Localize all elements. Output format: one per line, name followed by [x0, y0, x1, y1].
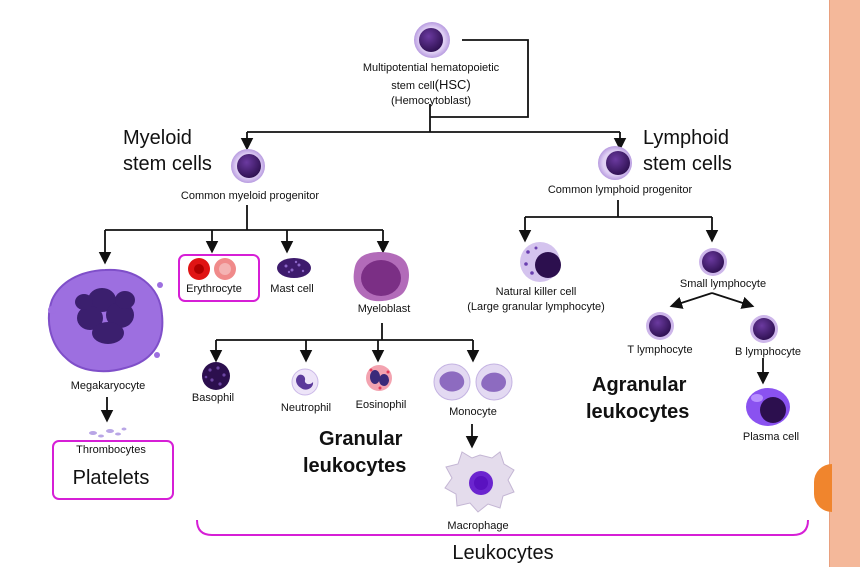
myeloid-progenitor-label: Common myeloid progenitor — [180, 190, 320, 202]
plasma-cell-label: Plasma cell — [742, 431, 800, 443]
platelets-highlight-box — [52, 440, 174, 500]
basophil-label: Basophil — [191, 392, 235, 404]
basophil-image — [202, 362, 230, 390]
eosinophil-image — [366, 365, 392, 391]
slide-accent-tab — [814, 464, 832, 512]
erythrocyte-label: Erythrocyte — [186, 283, 242, 295]
erythrocyte-image — [188, 258, 236, 280]
slide-sidebar — [830, 0, 860, 567]
myeloid-title-line1: Myeloid — [123, 127, 192, 149]
lymphoid-title-line1: Lymphoid — [643, 127, 729, 149]
hsc-abbreviation: (HSC) — [434, 77, 471, 92]
leukocytes-label: Leukocytes — [452, 542, 554, 564]
myeloid-stem-cell-image — [231, 149, 265, 183]
b-lymphocyte-label: B lymphocyte — [734, 346, 802, 358]
natural-killer-cell-image — [520, 242, 561, 282]
megakaryocyte-image — [47, 268, 164, 373]
hsc-cell-image — [414, 22, 450, 58]
small-lymphocyte-label: Small lymphocyte — [679, 278, 767, 290]
leukocytes-bracket — [196, 519, 809, 536]
neutrophil-label: Neutrophil — [280, 402, 332, 414]
agranular-label-line1: Agranular — [592, 374, 687, 396]
macrophage-image — [444, 451, 515, 513]
connector-lines — [98, 39, 770, 449]
neutrophil-image — [291, 368, 319, 396]
eosinophil-label: Eosinophil — [355, 399, 407, 411]
mast-cell-image — [277, 258, 311, 278]
lymphoid-progenitor-label: Common lymphoid progenitor — [547, 184, 693, 196]
b-lymphocyte-image — [750, 315, 778, 343]
granular-label-line2: leukocytes — [303, 455, 407, 477]
hsc-label-stem: stem cell — [391, 80, 435, 92]
sidebar-divider — [829, 0, 830, 567]
plasma-cell-image — [746, 388, 790, 426]
myeloblast-label: Myeloblast — [357, 303, 411, 315]
nk-cell-label-line1: Natural killer cell — [495, 286, 577, 298]
thrombocytes-image — [89, 427, 127, 438]
thrombocytes-label: Thrombocytes — [76, 444, 146, 456]
monocyte-label: Monocyte — [449, 406, 497, 418]
hsc-label-line1: Multipotential hematopoietic — [362, 62, 500, 74]
myeloid-title-line2: stem cells — [123, 153, 212, 175]
t-lymphocyte-image — [646, 312, 674, 340]
erythrocyte-highlight-box — [178, 254, 260, 302]
t-lymphocyte-label: T lymphocyte — [627, 344, 693, 356]
hsc-label-line2: stem cell(HSC) — [391, 78, 471, 93]
granular-label-line1: Granular — [319, 428, 403, 450]
lymphoid-stem-cell-image — [598, 146, 632, 180]
small-lymphocyte-image — [699, 248, 727, 276]
mast-cell-label: Mast cell — [270, 283, 314, 295]
monocyte-image — [433, 363, 513, 401]
agranular-label-line2: leukocytes — [586, 401, 690, 423]
lymphoid-title-line2: stem cells — [643, 153, 732, 175]
megakaryocyte-label: Megakaryocyte — [70, 380, 146, 392]
platelets-label: Platelets — [72, 467, 150, 489]
macrophage-label: Macrophage — [447, 520, 509, 532]
hsc-label-line3: (Hemocytoblast) — [390, 95, 472, 107]
myeloblast-image — [353, 252, 409, 302]
nk-cell-label-line2: (Large granular lymphocyte) — [467, 301, 605, 313]
